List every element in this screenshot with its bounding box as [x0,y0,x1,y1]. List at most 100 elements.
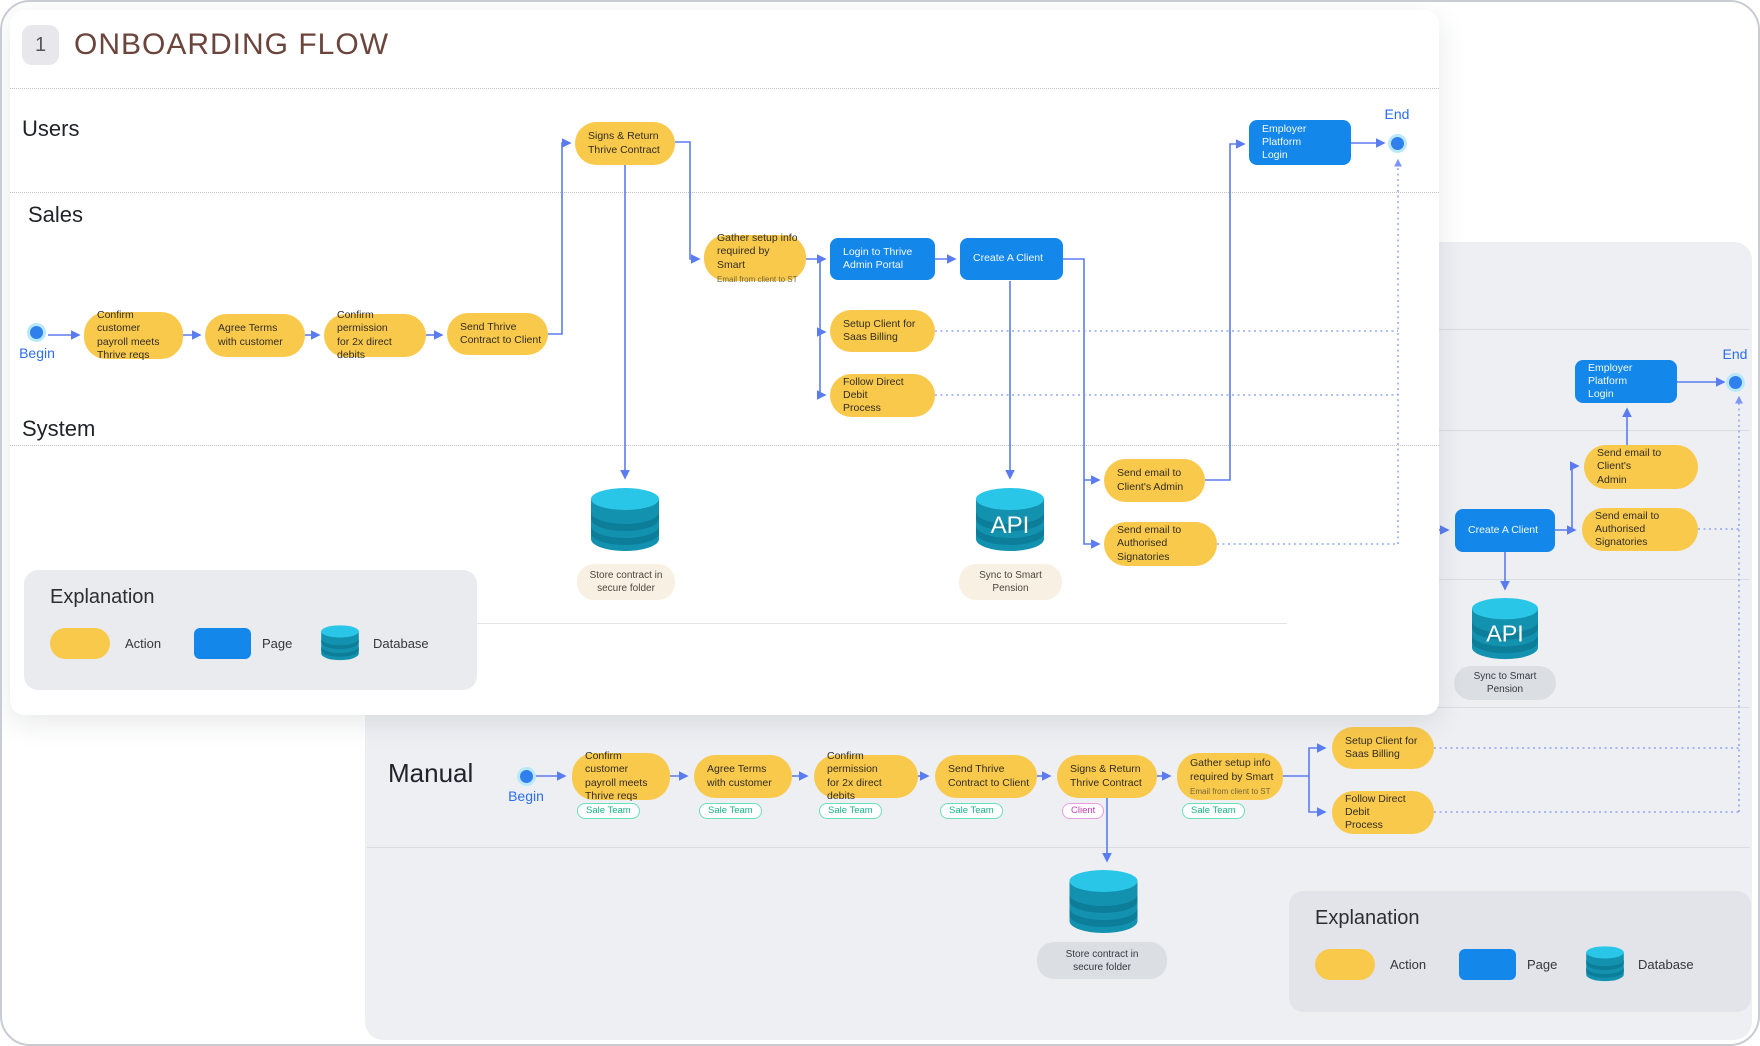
node-label: Login to Thrive Admin Portal [843,245,913,271]
node-label: Agree Terms with customer [707,763,772,789]
end-node[interactable] [1391,137,1404,150]
page-node-employer-login[interactable]: Employer Platform Login [1249,120,1351,165]
action-node-gather-info[interactable]: Gather setup info required by Smart Emai… [1177,753,1283,800]
api-caption: Sync to Smart Pension [959,564,1062,600]
action-node-agree-terms[interactable]: Agree Terms with customer [205,314,305,357]
lane-divider [367,847,1750,848]
end-label: End [1384,106,1410,122]
action-node-agree-terms[interactable]: Agree Terms with customer [694,755,792,798]
lane-divider [10,192,1439,193]
legend-action-label: Action [1390,957,1427,972]
slide-number-badge: 1 [22,25,59,65]
legend-action-swatch [1315,949,1375,980]
action-node-gather-info[interactable]: Gather setup info required by Smart Emai… [704,232,806,284]
begin-label: Begin [508,788,544,804]
node-label: Send email to Client's Admin [1117,467,1184,493]
node-label: Confirm permission for 2x direct debits [827,750,882,802]
action-node-signs-return[interactable]: Signs & Return Thrive Contract [575,122,675,165]
node-label: Send email to Authorised Signatories [1117,524,1182,563]
action-node-signs-return[interactable]: Signs & Return Thrive Contract [1057,755,1157,798]
node-label: Confirm customer payroll meets Thrive re… [97,309,160,361]
node-label: Signs & Return Thrive Contract [588,130,660,156]
begin-node[interactable] [30,326,43,339]
owner-tag: Sale Team [819,803,882,819]
api-database-icon[interactable]: API [1468,596,1542,662]
legend-page-label: Page [262,636,293,651]
node-label: Employer Platform Login [1262,122,1307,162]
node-label: Signs & Return Thrive Contract [1070,763,1142,789]
page-node-login-portal[interactable]: Login to Thrive Admin Portal [830,238,935,280]
node-label: Send email to Client's Admin [1597,447,1662,486]
action-node-follow-dd[interactable]: Follow Direct Debit Process [1332,791,1434,834]
database-icon[interactable] [587,486,663,554]
action-node-email-auth[interactable]: Send email to Authorised Signatories [1104,522,1217,566]
action-node-send-contract[interactable]: Send Thrive Contract to Client [447,313,548,355]
lane-divider [469,623,1287,624]
api-database-icon[interactable]: API [972,486,1048,554]
legend-action-swatch [50,628,110,659]
lane-divider [10,445,1439,446]
owner-tag: Sale Team [577,803,640,819]
legend-page-label: Page [1527,957,1558,972]
legend-heading: Explanation [1315,907,1420,929]
node-label: Confirm permission for 2x direct debits [337,309,392,361]
action-node-confirm-payroll[interactable]: Confirm customer payroll meets Thrive re… [572,750,670,802]
lane-label-sales: Sales [28,202,84,227]
node-label: Send Thrive Contract to Client [460,320,542,346]
legend-database-icon [321,625,359,661]
action-node-setup-billing[interactable]: Setup Client for Saas Billing [1332,727,1434,769]
legend-page-swatch [194,628,251,659]
owner-tag: Sale Team [699,803,762,819]
action-node-confirm-payroll[interactable]: Confirm customer payroll meets Thrive re… [84,309,183,361]
node-label: Setup Client for Saas Billing [1345,734,1418,760]
api-caption: Sync to Smart Pension [1454,666,1556,700]
action-node-confirm-permission[interactable]: Confirm permission for 2x direct debits [814,750,918,802]
database-icon[interactable] [1065,868,1142,936]
database-caption: Store contract in secure folder [577,564,675,600]
page-title: ONBOARDING FLOW [74,28,390,61]
action-node-setup-billing[interactable]: Setup Client for Saas Billing [830,310,935,352]
owner-tag: Sale Team [940,803,1003,819]
legend-database-label: Database [1638,957,1694,972]
page-node-create-client[interactable]: Create A Client [1455,509,1555,552]
owner-tag: Client [1062,803,1105,819]
action-node-follow-dd[interactable]: Follow Direct Debit Process [830,374,935,417]
begin-label: Begin [19,345,55,361]
begin-node[interactable] [520,770,533,783]
node-label: Setup Client for Saas Billing [843,317,916,343]
node-label: Create A Client [973,252,1044,265]
legend-database-label: Database [373,636,429,651]
lane-label-manual: Manual [388,758,474,788]
node-label: Gather setup info required by Smart [717,232,798,271]
node-label: Send email to Authorised Signatories [1595,509,1660,549]
node-label: Send Thrive Contract to Client [948,763,1030,789]
legend-heading: Explanation [50,586,155,608]
node-label: Gather setup info required by Smart [1190,757,1274,783]
lane-label-users: Users [22,116,80,141]
legend-page-swatch [1459,949,1516,980]
node-subcaption: Email from client to ST [717,274,798,284]
node-label: Confirm customer payroll meets Thrive re… [585,750,648,802]
api-text: API [1486,621,1524,647]
node-label: Follow Direct Debit Process [1345,792,1406,832]
action-node-confirm-permission[interactable]: Confirm permission for 2x direct debits [324,309,426,361]
node-subcaption: Email from client to ST [1190,786,1271,796]
action-node-email-admin[interactable]: Send email to Client's Admin [1584,445,1698,489]
action-node-email-admin[interactable]: Send email to Client's Admin [1104,459,1205,502]
legend-database-icon [1586,946,1624,982]
node-label: Employer Platform Login [1588,361,1633,401]
action-node-send-contract[interactable]: Send Thrive Contract to Client [935,755,1037,798]
node-label: Create A Client [1468,523,1539,536]
lane-divider [10,88,1439,89]
end-label: End [1722,346,1748,362]
page-node-create-client[interactable]: Create A Client [960,238,1063,280]
page-node-employer-login[interactable]: Employer Platform Login [1575,360,1677,403]
action-node-email-auth[interactable]: Send email to Authorised Signatories [1582,508,1698,551]
owner-tag: Sale Team [1182,803,1245,819]
end-node[interactable] [1729,376,1742,389]
database-caption: Store contract in secure folder [1037,942,1167,979]
node-label: Agree Terms with customer [218,322,283,348]
lane-label-system: System [22,416,96,441]
